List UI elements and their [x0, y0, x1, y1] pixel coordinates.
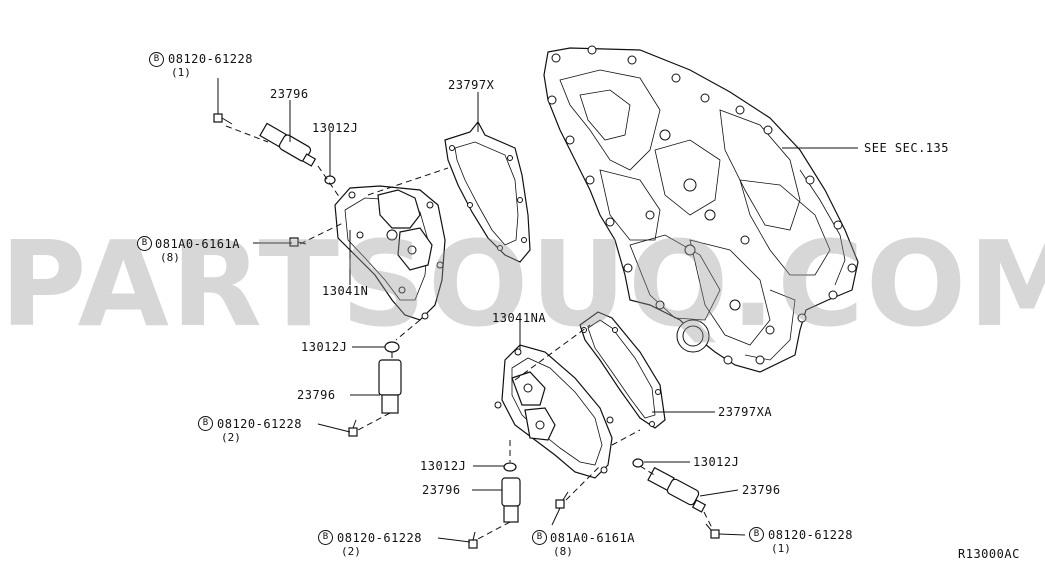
bolt-symbol: B — [198, 416, 213, 431]
sensor-mid-left — [378, 359, 402, 414]
qty-bolt-left: (8) — [160, 251, 180, 264]
label-gasket-right[interactable]: 23797XA — [718, 405, 773, 419]
watermark: PARTSOUQ.COM — [0, 215, 1045, 353]
qty-bolt-mid-left: (2) — [221, 431, 241, 444]
label-bolt-bottom-left[interactable]: 08120-61228 — [337, 531, 422, 545]
label-cover-left[interactable]: 13041N — [322, 284, 369, 298]
sensor-low-center — [501, 477, 521, 523]
sensor-low-right — [647, 466, 707, 513]
gasket-upper — [444, 120, 531, 263]
bolt-symbol: B — [137, 236, 152, 251]
label-gasket-top[interactable]: 23797X — [448, 78, 495, 92]
label-bolt-bottom[interactable]: 081A0-6161A — [550, 531, 635, 545]
bolt-symbol: B — [749, 527, 764, 542]
oring-low-center — [503, 462, 517, 472]
label-oring-low-right[interactable]: 13012J — [693, 455, 740, 469]
label-sensor-top[interactable]: 23796 — [270, 87, 309, 101]
diagram-code: R13000AC — [958, 547, 1020, 561]
bolt-symbol: B — [149, 52, 164, 67]
qty-bolt-bottom: (8) — [553, 545, 573, 558]
valve-timing-cover-right — [494, 344, 614, 479]
label-see-section[interactable]: SEE SEC.135 — [864, 141, 949, 155]
label-sensor-low-right[interactable]: 23796 — [742, 483, 781, 497]
label-sensor-mid-left[interactable]: 23796 — [297, 388, 336, 402]
sensor-top — [259, 122, 317, 167]
label-oring-low-center[interactable]: 13012J — [420, 459, 467, 473]
label-bolt-mid-left[interactable]: 08120-61228 — [217, 417, 302, 431]
front-timing-cover — [543, 45, 859, 373]
label-oring-mid-left[interactable]: 13012J — [301, 340, 348, 354]
bolt-symbol: B — [318, 530, 333, 545]
oring-low-right — [632, 458, 644, 468]
qty-bolt-top: (1) — [171, 66, 191, 79]
bolt-bottom-right — [705, 523, 720, 539]
label-bolt-bottom-right[interactable]: 08120-61228 — [768, 528, 853, 542]
gasket-lower — [579, 311, 666, 429]
qty-bolt-bottom-left: (2) — [341, 545, 361, 558]
bolt-mid-left — [348, 419, 358, 437]
qty-bolt-bottom-right: (1) — [771, 542, 791, 555]
bolt-top — [213, 113, 233, 125]
label-bolt-top[interactable]: 08120-61228 — [168, 52, 253, 66]
valve-timing-cover-left — [334, 185, 446, 321]
bolt-bottom-left — [468, 531, 478, 549]
label-bolt-left[interactable]: 081A0-6161A — [155, 237, 240, 251]
label-sensor-low-center[interactable]: 23796 — [422, 483, 461, 497]
label-cover-right[interactable]: 13041NA — [492, 311, 547, 325]
label-oring-top[interactable]: 13012J — [312, 121, 359, 135]
bolt-symbol: B — [532, 530, 547, 545]
